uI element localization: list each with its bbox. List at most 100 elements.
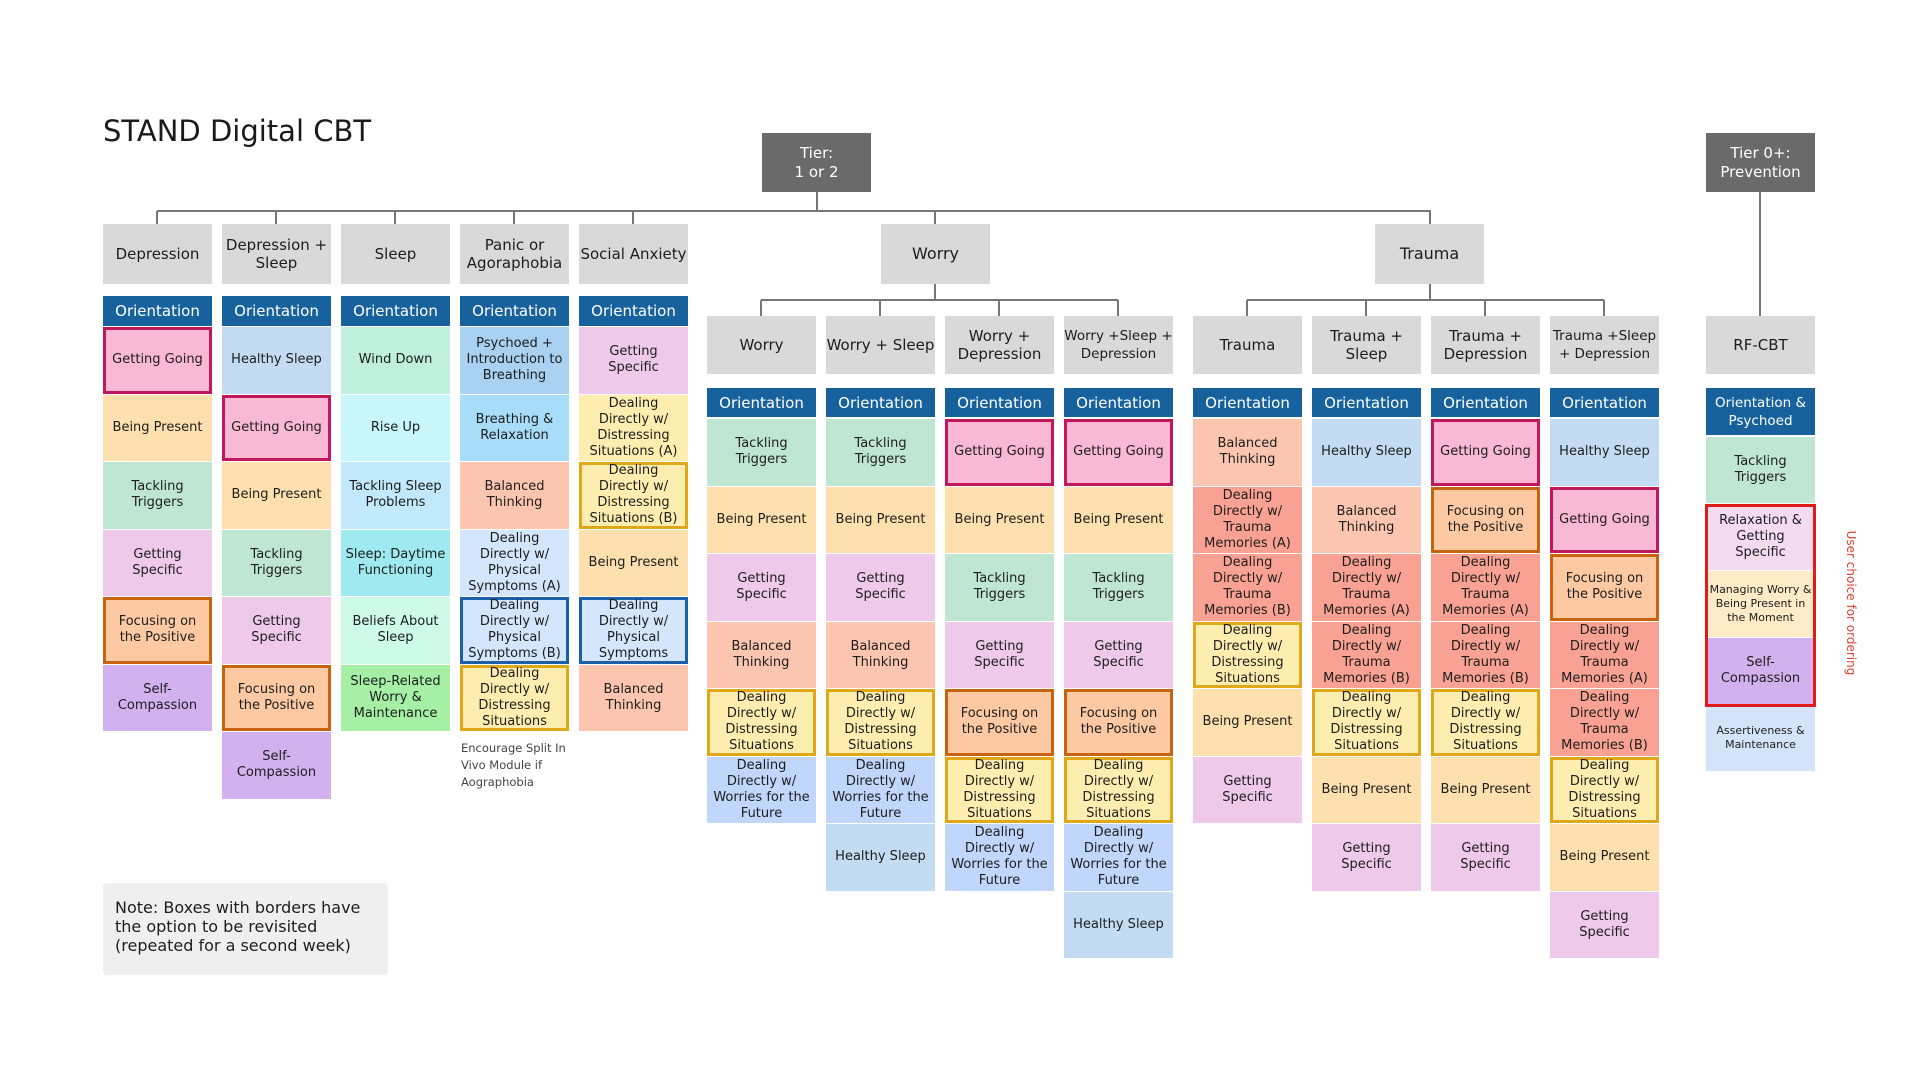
module-getting-specific: Getting Specific <box>1064 621 1173 688</box>
module-dd-distressing: Dealing Directly w/ Distressing Situatio… <box>1312 689 1421 756</box>
module-healthy-sleep: Healthy Sleep <box>1064 891 1173 958</box>
page-title: STAND Digital CBT <box>103 114 372 148</box>
orientation-module: Orientation <box>222 296 331 326</box>
module-dd-distressing: Dealing Directly w/ Distressing Situatio… <box>579 462 688 529</box>
module-rise-up: Rise Up <box>341 394 450 461</box>
module-self-compassion: Self-Compassion <box>222 732 331 799</box>
tier-value: 1 or 2 <box>794 162 839 181</box>
module-healthy-sleep: Healthy Sleep <box>1550 419 1659 486</box>
module-dd-distressing: Dealing Directly w/ Distressing Situatio… <box>1431 689 1540 756</box>
module-tackling-triggers: Tackling Triggers <box>1706 437 1815 503</box>
orientation-module: Orientation <box>103 296 212 326</box>
module-dd-trauma: Dealing Directly w/ Trauma Memories (B) <box>1431 621 1540 688</box>
module-dd-worries: Dealing Directly w/ Worries for the Futu… <box>945 824 1054 891</box>
module-being-present: Being Present <box>1431 756 1540 823</box>
module-tackling-triggers: Tackling Triggers <box>707 419 816 486</box>
module-being-present: Being Present <box>945 486 1054 553</box>
module-dd-physical: Dealing Directly w/ Physical Symptoms (A… <box>460 529 569 596</box>
column-header-worry-sleep-depression: Worry +Sleep + Depression <box>1064 316 1173 374</box>
module-getting-specific: Getting Specific <box>826 554 935 621</box>
module-dd-distressing: Dealing Directly w/ Distressing Situatio… <box>460 664 569 731</box>
module-balanced-thinking: Balanced Thinking <box>579 664 688 731</box>
module-being-present: Being Present <box>1193 689 1302 756</box>
module-dd-distressing: Dealing Directly w/ Distressing Situatio… <box>707 689 816 756</box>
module-assertiveness: Assertiveness & Maintenance <box>1706 705 1815 771</box>
module-tackling-triggers: Tackling Triggers <box>1064 554 1173 621</box>
orientation-module: Orientation <box>1193 388 1302 417</box>
orientation-module: Orientation <box>945 388 1054 417</box>
column-header-rf-cbt: RF-CBT <box>1706 316 1815 374</box>
orientation-module: Orientation <box>1550 388 1659 417</box>
column-header-worry-depression: Worry + Depression <box>945 316 1054 374</box>
module-getting-going: Getting Going <box>1550 486 1659 553</box>
module-tackling-triggers: Tackling Triggers <box>945 554 1054 621</box>
module-managing-worry: Managing Worry & Being Present in the Mo… <box>1706 571 1815 637</box>
module-balanced-thinking: Balanced Thinking <box>460 462 569 529</box>
column-header-trauma: Trauma <box>1193 316 1302 374</box>
module-getting-going: Getting Going <box>1431 419 1540 486</box>
module-balanced-thinking: Balanced Thinking <box>826 621 935 688</box>
module-self-compassion: Self-Compassion <box>1706 638 1815 704</box>
user-choice-label: User choice for ordering <box>1844 530 1858 676</box>
column-header-social-anxiety: Social Anxiety <box>579 224 688 284</box>
column-header-depression-sleep: Depression + Sleep <box>222 224 331 284</box>
module-beliefs-sleep: Beliefs About Sleep <box>341 597 450 664</box>
module-dd-trauma: Dealing Directly w/ Trauma Memories (B) <box>1193 554 1302 621</box>
module-dd-distressing: Dealing Directly w/ Distressing Situatio… <box>945 756 1054 823</box>
module-dd-worries: Dealing Directly w/ Worries for the Futu… <box>826 756 935 823</box>
module-being-present: Being Present <box>1064 486 1173 553</box>
module-focusing-positive: Focusing on the Positive <box>1064 689 1173 756</box>
module-dd-physical: Dealing Directly w/ Physical Symptoms <box>579 597 688 664</box>
orientation-module: Orientation <box>579 296 688 326</box>
orientation-module: Orientation <box>707 388 816 417</box>
module-tackling-sleep: Tackling Sleep Problems <box>341 462 450 529</box>
module-self-compassion: Self-Compassion <box>103 664 212 731</box>
module-balanced-thinking: Balanced Thinking <box>707 621 816 688</box>
module-getting-specific: Getting Specific <box>1431 824 1540 891</box>
module-focusing-positive: Focusing on the Positive <box>1431 486 1540 553</box>
column-header-sleep: Sleep <box>341 224 450 284</box>
module-dd-distressing: Dealing Directly w/ Distressing Situatio… <box>1550 756 1659 823</box>
group-header-worry: Worry <box>881 224 990 284</box>
module-dd-trauma: Dealing Directly w/ Trauma Memories (A) <box>1193 486 1302 553</box>
module-healthy-sleep: Healthy Sleep <box>222 327 331 394</box>
module-dd-physical: Dealing Directly w/ Physical Symptoms (B… <box>460 597 569 664</box>
column-header-panic-or-agoraphobia: Panic or Agoraphobia <box>460 224 569 284</box>
module-relax-specific: Relaxation & Getting Specific <box>1706 504 1815 570</box>
tier-1-2-box: Tier: 1 or 2 <box>762 133 871 192</box>
module-getting-going: Getting Going <box>103 327 212 394</box>
module-healthy-sleep: Healthy Sleep <box>1312 419 1421 486</box>
column-header-trauma-sleep: Trauma + Sleep <box>1312 316 1421 374</box>
orientation-module: Orientation & Psychoed <box>1706 388 1815 435</box>
module-getting-specific: Getting Specific <box>1193 756 1302 823</box>
group-header-trauma: Trauma <box>1375 224 1484 284</box>
module-dd-trauma: Dealing Directly w/ Trauma Memories (A) <box>1312 554 1421 621</box>
module-dd-trauma: Dealing Directly w/ Trauma Memories (A) <box>1431 554 1540 621</box>
module-psychoed-breathing: Psychoed + Introduction to Breathing <box>460 327 569 394</box>
module-getting-going: Getting Going <box>945 419 1054 486</box>
module-dd-trauma: Dealing Directly w/ Trauma Memories (B) <box>1550 689 1659 756</box>
module-being-present: Being Present <box>579 529 688 596</box>
module-getting-going: Getting Going <box>222 394 331 461</box>
column-header-worry-sleep: Worry + Sleep <box>826 316 935 374</box>
module-wind-down: Wind Down <box>341 327 450 394</box>
tier-label: Tier 0+: <box>1730 143 1791 162</box>
module-dd-distressing: Dealing Directly w/ Distressing Situatio… <box>579 394 688 461</box>
module-getting-specific: Getting Specific <box>579 327 688 394</box>
orientation-module: Orientation <box>1431 388 1540 417</box>
module-being-present: Being Present <box>103 394 212 461</box>
module-dd-distressing: Dealing Directly w/ Distressing Situatio… <box>826 689 935 756</box>
tier-value: Prevention <box>1720 162 1801 181</box>
module-getting-going: Getting Going <box>1064 419 1173 486</box>
encourage-note: Encourage Split In Vivo Module if Aograp… <box>461 741 566 789</box>
module-getting-specific: Getting Specific <box>707 554 816 621</box>
module-being-present: Being Present <box>707 486 816 553</box>
module-focusing-positive: Focusing on the Positive <box>103 597 212 664</box>
module-focusing-positive: Focusing on the Positive <box>945 689 1054 756</box>
module-dd-worries: Dealing Directly w/ Worries for the Futu… <box>707 756 816 823</box>
column-header-depression: Depression <box>103 224 212 284</box>
module-getting-specific: Getting Specific <box>222 597 331 664</box>
orientation-module: Orientation <box>826 388 935 417</box>
tier-label: Tier: <box>799 143 834 162</box>
